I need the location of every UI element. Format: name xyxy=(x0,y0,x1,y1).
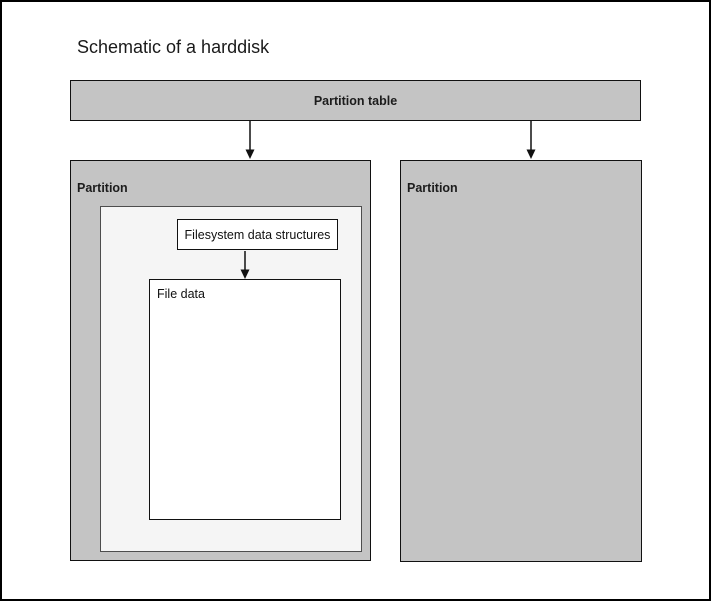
right-partition-box: Partition xyxy=(400,160,642,562)
arrow-table-to-right-partition xyxy=(526,121,536,159)
left-partition-label: Partition xyxy=(77,181,128,195)
right-partition-label: Partition xyxy=(407,181,458,195)
arrow-table-to-left-partition xyxy=(245,121,255,159)
left-partition-box: Partition Filesystem data structures Fil… xyxy=(70,160,371,561)
file-data-box: File data xyxy=(149,279,341,520)
diagram-title: Schematic of a harddisk xyxy=(77,37,270,57)
filesystem-data-structures-label: Filesystem data structures xyxy=(184,227,331,242)
filesystem-data-structures-box: Filesystem data structures xyxy=(177,219,338,250)
partition-table-label: Partition table xyxy=(313,93,398,108)
filesystem-area-box: Filesystem data structures File data xyxy=(100,206,362,552)
file-data-label: File data xyxy=(157,287,205,301)
partition-table-box: Partition table xyxy=(70,80,641,121)
